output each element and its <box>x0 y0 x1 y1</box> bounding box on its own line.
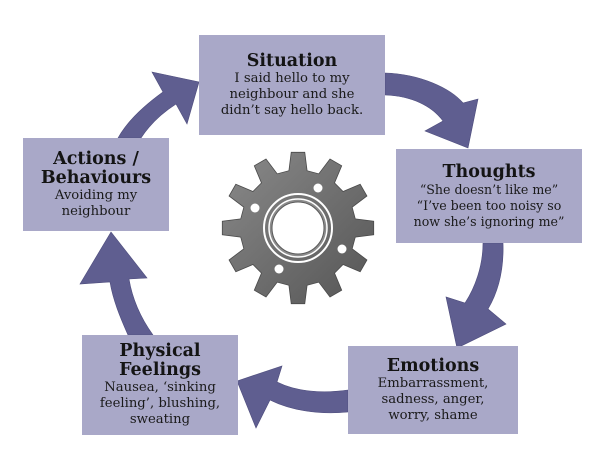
arrow-situation-to-thoughts <box>384 72 479 149</box>
node-text-line: sweating <box>129 412 191 427</box>
node-emotions: Emotions Embarrassment, sadness, anger, … <box>348 346 518 434</box>
arrow-physical-to-actions <box>79 231 154 336</box>
node-text-line: didn’t say hello back. <box>220 102 364 118</box>
gear-icon <box>221 151 375 305</box>
node-text-line: Embarrassment, <box>377 375 489 391</box>
node-text-line: Nausea, ‘sinking <box>104 380 216 395</box>
node-title: Situation <box>246 50 338 71</box>
node-title: Thoughts <box>442 161 536 182</box>
node-text-line: “I’ve been too noisy so <box>416 197 562 213</box>
node-text-line: I said hello to my <box>234 70 350 86</box>
node-text-line: neighbour <box>61 203 131 219</box>
node-text-line: “She doesn’t like me” <box>419 181 559 197</box>
node-text-line: Avoiding my <box>54 187 138 203</box>
arrow-actions-to-situation <box>117 71 200 139</box>
arrow-thoughts-to-emotions <box>445 242 507 349</box>
node-thoughts: Thoughts “She doesn’t like me” “I’ve bee… <box>396 149 582 243</box>
node-title: Feelings <box>119 360 201 380</box>
node-title: Actions / <box>53 148 139 169</box>
node-title: Physical <box>119 341 201 361</box>
node-actions-behaviours: Actions / Behaviours Avoiding my neighbo… <box>23 138 169 231</box>
node-physical-feelings: Physical Feelings Nausea, ‘sinking feeli… <box>82 335 238 435</box>
arrow-emotions-to-physical <box>236 365 349 429</box>
node-title: Emotions <box>386 355 480 376</box>
node-title: Behaviours <box>40 167 152 188</box>
node-text-line: neighbour and she <box>229 86 355 102</box>
node-text-line: feeling’, blushing, <box>99 396 221 411</box>
node-text-line: sadness, anger, <box>381 391 485 407</box>
node-text-line: worry, shame <box>388 407 478 423</box>
node-text-line: now she’s ignoring me” <box>413 213 565 229</box>
node-situation: Situation I said hello to my neighbour a… <box>199 35 385 135</box>
